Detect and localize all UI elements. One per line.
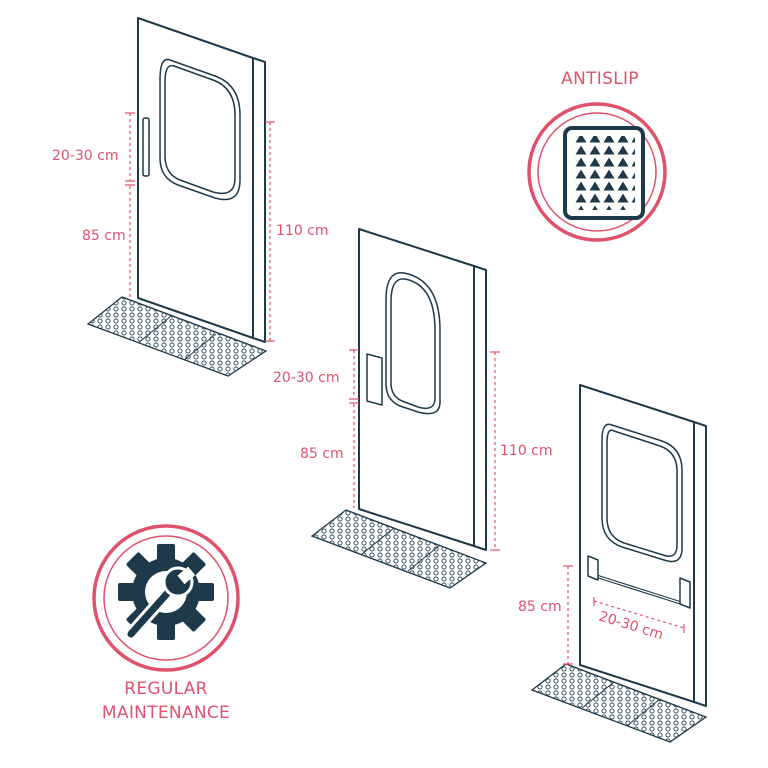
tactile-floor-mat (310, 509, 488, 589)
total-height-label: 110 cm (500, 443, 553, 459)
door-edge (252, 57, 266, 343)
handle-height-label: 20-30 cm (52, 148, 118, 164)
antislip-mat-icon (563, 126, 645, 220)
door-handle-plate (366, 353, 383, 406)
door-edge (693, 421, 707, 707)
maintenance-title-line2: MAINTENANCE (102, 703, 230, 723)
gear-wrench-icon (118, 544, 214, 641)
height-label: 85 cm (82, 228, 126, 244)
antislip-badge: ANTISLIP (527, 69, 667, 242)
door-handle (142, 117, 150, 177)
height-label: 85 cm (518, 599, 562, 615)
door-3: 85 cm 20-30 cm (518, 384, 708, 743)
height-label: 85 cm (300, 446, 344, 462)
door-window (601, 423, 683, 563)
door-edge (473, 265, 487, 551)
door-window (159, 58, 241, 201)
tactile-floor-mat (86, 296, 268, 377)
door-2: 20-30 cm 85 cm 110 cm (273, 228, 553, 589)
antislip-title: ANTISLIP (561, 69, 639, 89)
push-bar (587, 555, 691, 609)
maintenance-title-line1: REGULAR (124, 679, 208, 699)
handle-height-label: 20-30 cm (273, 370, 339, 386)
tactile-floor-mat (530, 663, 708, 743)
door-1: 20-30 cm 85 cm 110 cm (52, 17, 329, 377)
door-window (385, 272, 441, 415)
maintenance-badge: REGULAR MAINTENANCE (92, 524, 240, 723)
total-height-label: 110 cm (276, 223, 329, 239)
